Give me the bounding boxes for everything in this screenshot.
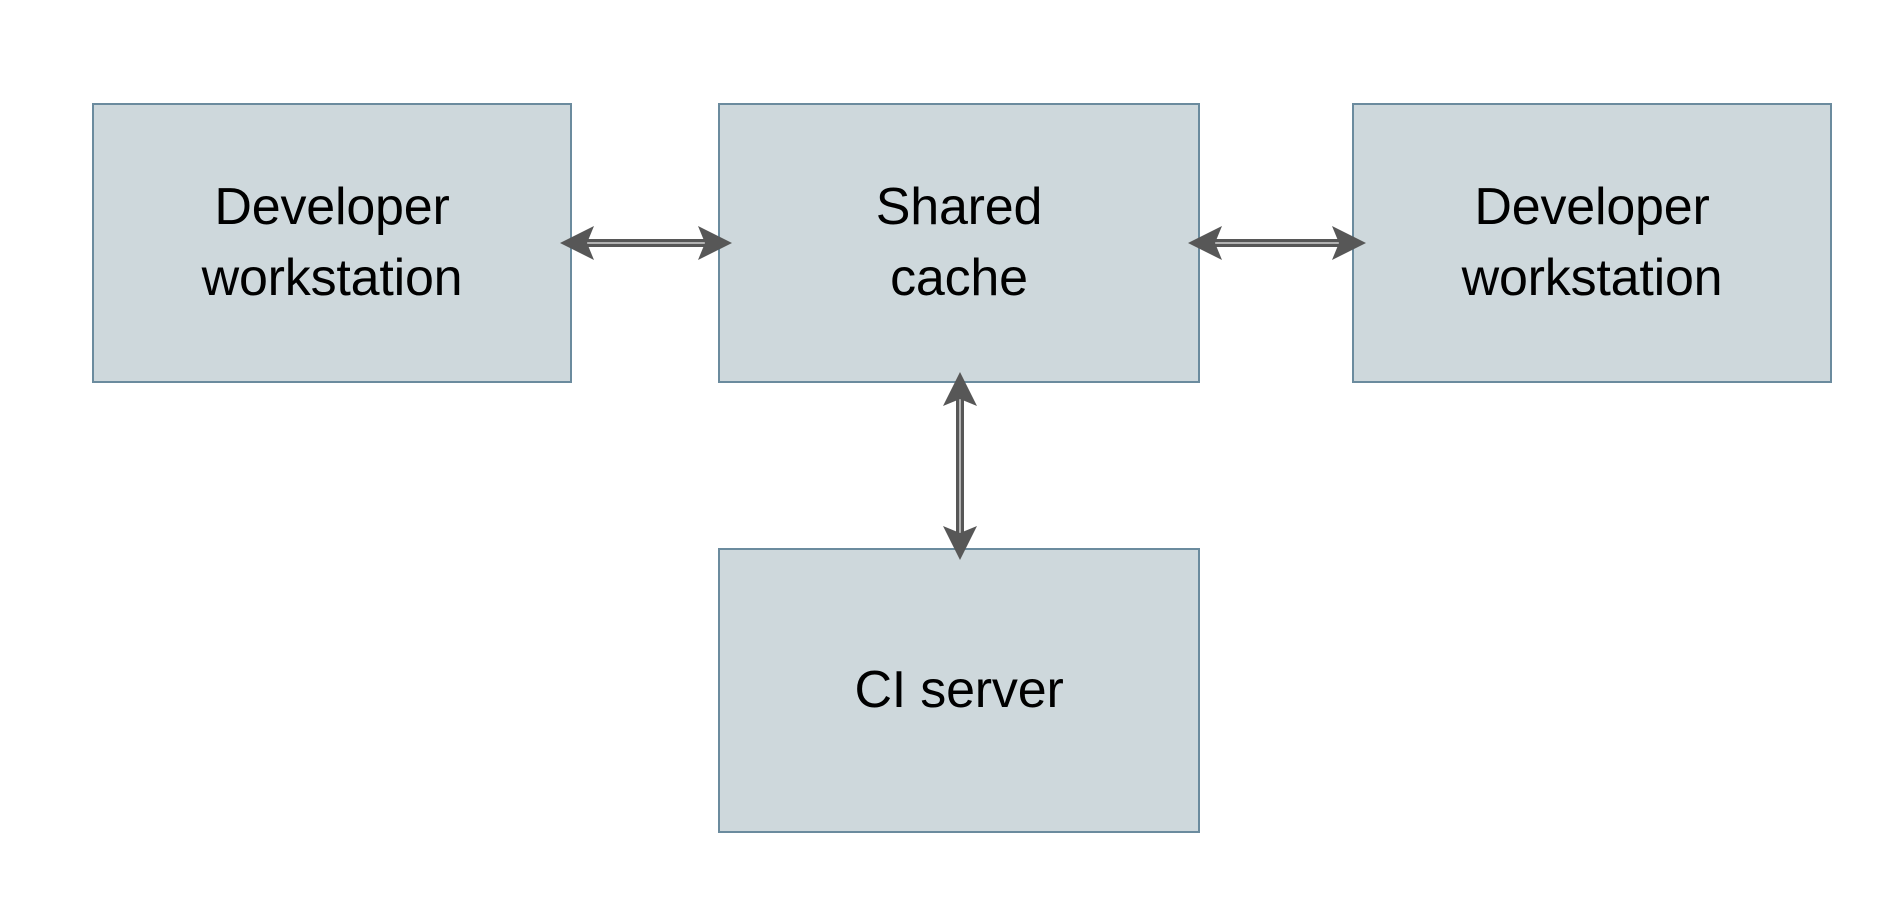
node-developer-workstation-left[interactable]: Developer workstation xyxy=(92,103,572,383)
arrow-shaft xyxy=(582,239,710,247)
node-label: Developer workstation xyxy=(1461,178,1723,307)
edge-developer-left-to-shared-cache xyxy=(560,208,732,278)
node-label: Shared cache xyxy=(875,178,1043,307)
arrow-shaft xyxy=(956,394,964,538)
node-ci-server[interactable]: CI server xyxy=(718,548,1200,833)
node-shared-cache[interactable]: Shared cache xyxy=(718,103,1200,383)
arrow-shaft xyxy=(1210,239,1344,247)
node-label: CI server xyxy=(854,661,1064,720)
edge-shared-cache-to-ci-server xyxy=(925,372,995,560)
arrow-shaft-highlight xyxy=(959,394,961,538)
arrow-shaft-highlight xyxy=(1210,242,1344,244)
arrow-shaft-highlight xyxy=(582,242,710,244)
edge-shared-cache-to-developer-right xyxy=(1188,208,1366,278)
node-label: Developer workstation xyxy=(201,178,463,307)
node-developer-workstation-right[interactable]: Developer workstation xyxy=(1352,103,1832,383)
